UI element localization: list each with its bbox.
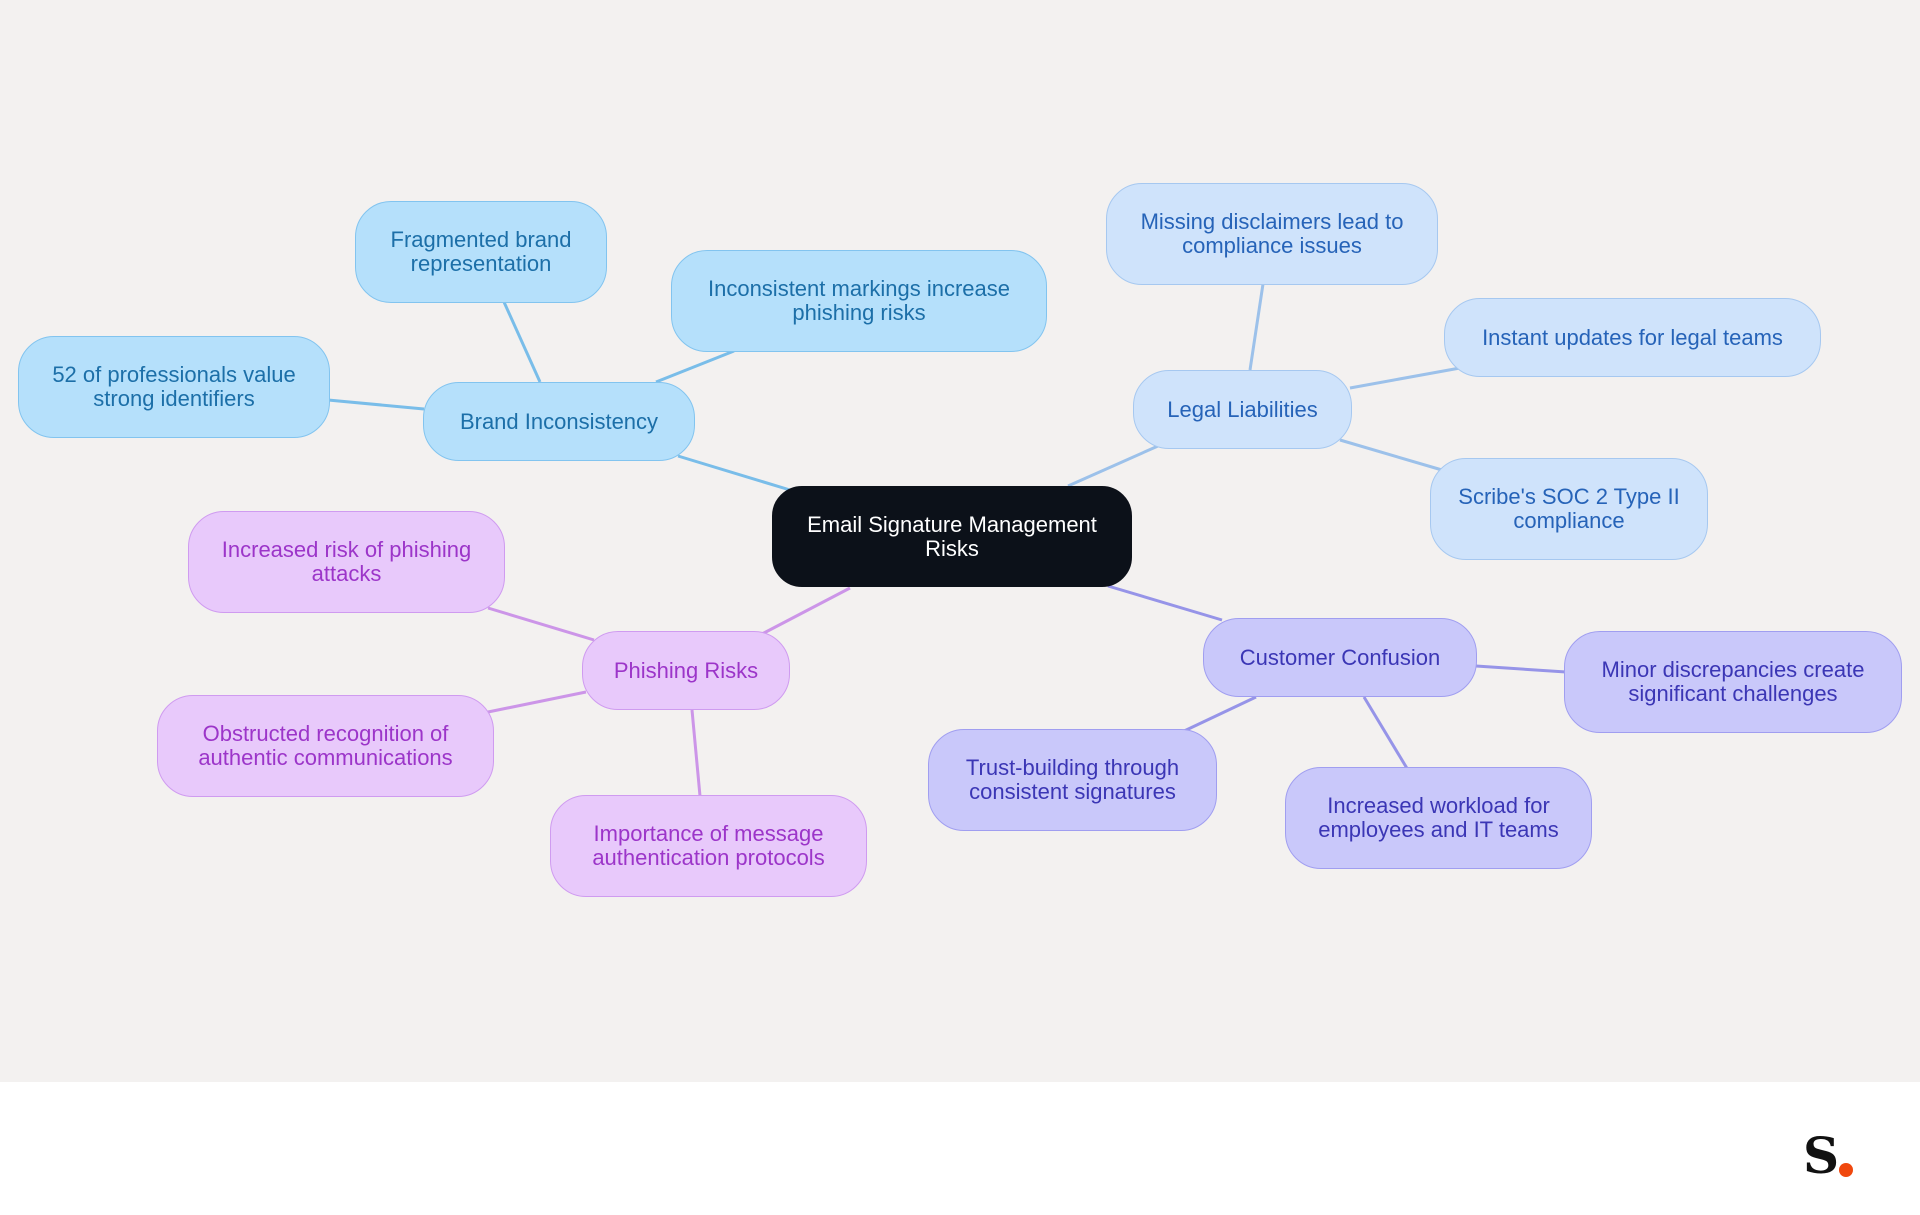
leaf-obstructed-recognition: Obstructed recognition of authentic comm… <box>157 695 494 797</box>
branch-label: Legal Liabilities <box>1167 396 1318 422</box>
branch-brand-inconsistency: Brand Inconsistency <box>423 382 695 461</box>
leaf-label: Fragmented brand representation <box>390 227 572 276</box>
branch-legal-liabilities: Legal Liabilities <box>1133 370 1352 449</box>
edge-customer-increased-workload <box>1362 696 1410 771</box>
leaf-label: Scribe's SOC 2 Type II compliance <box>1458 484 1680 533</box>
edge-customer-minor-discrepancies <box>1475 664 1567 674</box>
branch-phishing-risks: Phishing Risks <box>582 631 790 710</box>
connector-lines <box>327 283 1567 797</box>
leaf-increased-risk-phishing: Increased risk of phishing attacks <box>188 511 505 613</box>
mind-map-canvas: Email Signature Management Risks Brand I… <box>0 0 1920 1082</box>
leaf-increased-workload: Increased workload for employees and IT … <box>1285 767 1592 869</box>
root-node: Email Signature Management Risks <box>772 486 1132 587</box>
edge-root-customer-confusion <box>1107 584 1223 622</box>
leaf-instant-updates: Instant updates for legal teams <box>1444 298 1821 377</box>
leaf-minor-discrepancies: Minor discrepancies create significant c… <box>1564 631 1902 733</box>
branch-label: Phishing Risks <box>613 657 759 683</box>
root-label: Email Signature Management Risks <box>807 511 1097 561</box>
leaf-label: Instant updates for legal teams <box>1482 324 1783 350</box>
edge-brand-inconsistent-markings <box>655 349 735 384</box>
branch-label: Customer Confusion <box>1239 644 1441 670</box>
edge-phishing-importance <box>690 709 702 797</box>
edge-brand-fragmented <box>502 301 542 383</box>
edge-root-brand-inconsistency <box>677 454 791 492</box>
leaf-label: Inconsistent markings increase phishing … <box>707 276 1011 325</box>
leaf-label: 52 of professionals value strong identif… <box>52 362 296 411</box>
leaf-soc2-compliance: Scribe's SOC 2 Type II compliance <box>1430 458 1708 560</box>
leaf-fragmented-brand: Fragmented brand representation <box>355 201 607 303</box>
edge-phishing-obstructed <box>487 690 587 714</box>
leaf-label: Trust-building through consistent signat… <box>965 755 1180 804</box>
branch-label: Brand Inconsistency <box>459 408 659 434</box>
leaf-label: Missing disclaimers lead to compliance i… <box>1140 209 1404 258</box>
leaf-52-professionals: 52 of professionals value strong identif… <box>18 336 330 438</box>
leaf-label: Obstructed recognition of authentic comm… <box>198 721 453 770</box>
leaf-message-authentication: Importance of message authentication pro… <box>550 795 867 897</box>
leaf-label: Minor discrepancies create significant c… <box>1601 657 1865 706</box>
edge-legal-missing-disclaimers <box>1248 283 1265 371</box>
edge-customer-trust-building <box>1181 695 1257 734</box>
footer-bar <box>0 1082 1920 1215</box>
leaf-label: Increased risk of phishing attacks <box>221 537 472 586</box>
edge-legal-soc2 <box>1339 438 1443 472</box>
leaf-trust-building: Trust-building through consistent signat… <box>928 729 1217 831</box>
edge-root-phishing-risks <box>761 586 851 636</box>
edge-legal-instant-updates <box>1349 366 1461 390</box>
leaf-label: Importance of message authentication pro… <box>592 821 825 870</box>
edge-brand-52-professionals <box>327 398 425 411</box>
leaf-label: Increased workload for employees and IT … <box>1318 793 1559 842</box>
edge-root-legal-liabilities <box>1067 444 1159 488</box>
edge-phishing-increased-risk <box>487 606 595 642</box>
s-logo-icon: S <box>1803 1128 1863 1188</box>
leaf-inconsistent-markings: Inconsistent markings increase phishing … <box>671 250 1047 352</box>
leaf-missing-disclaimers: Missing disclaimers lead to compliance i… <box>1106 183 1438 285</box>
branch-customer-confusion: Customer Confusion <box>1203 618 1477 697</box>
